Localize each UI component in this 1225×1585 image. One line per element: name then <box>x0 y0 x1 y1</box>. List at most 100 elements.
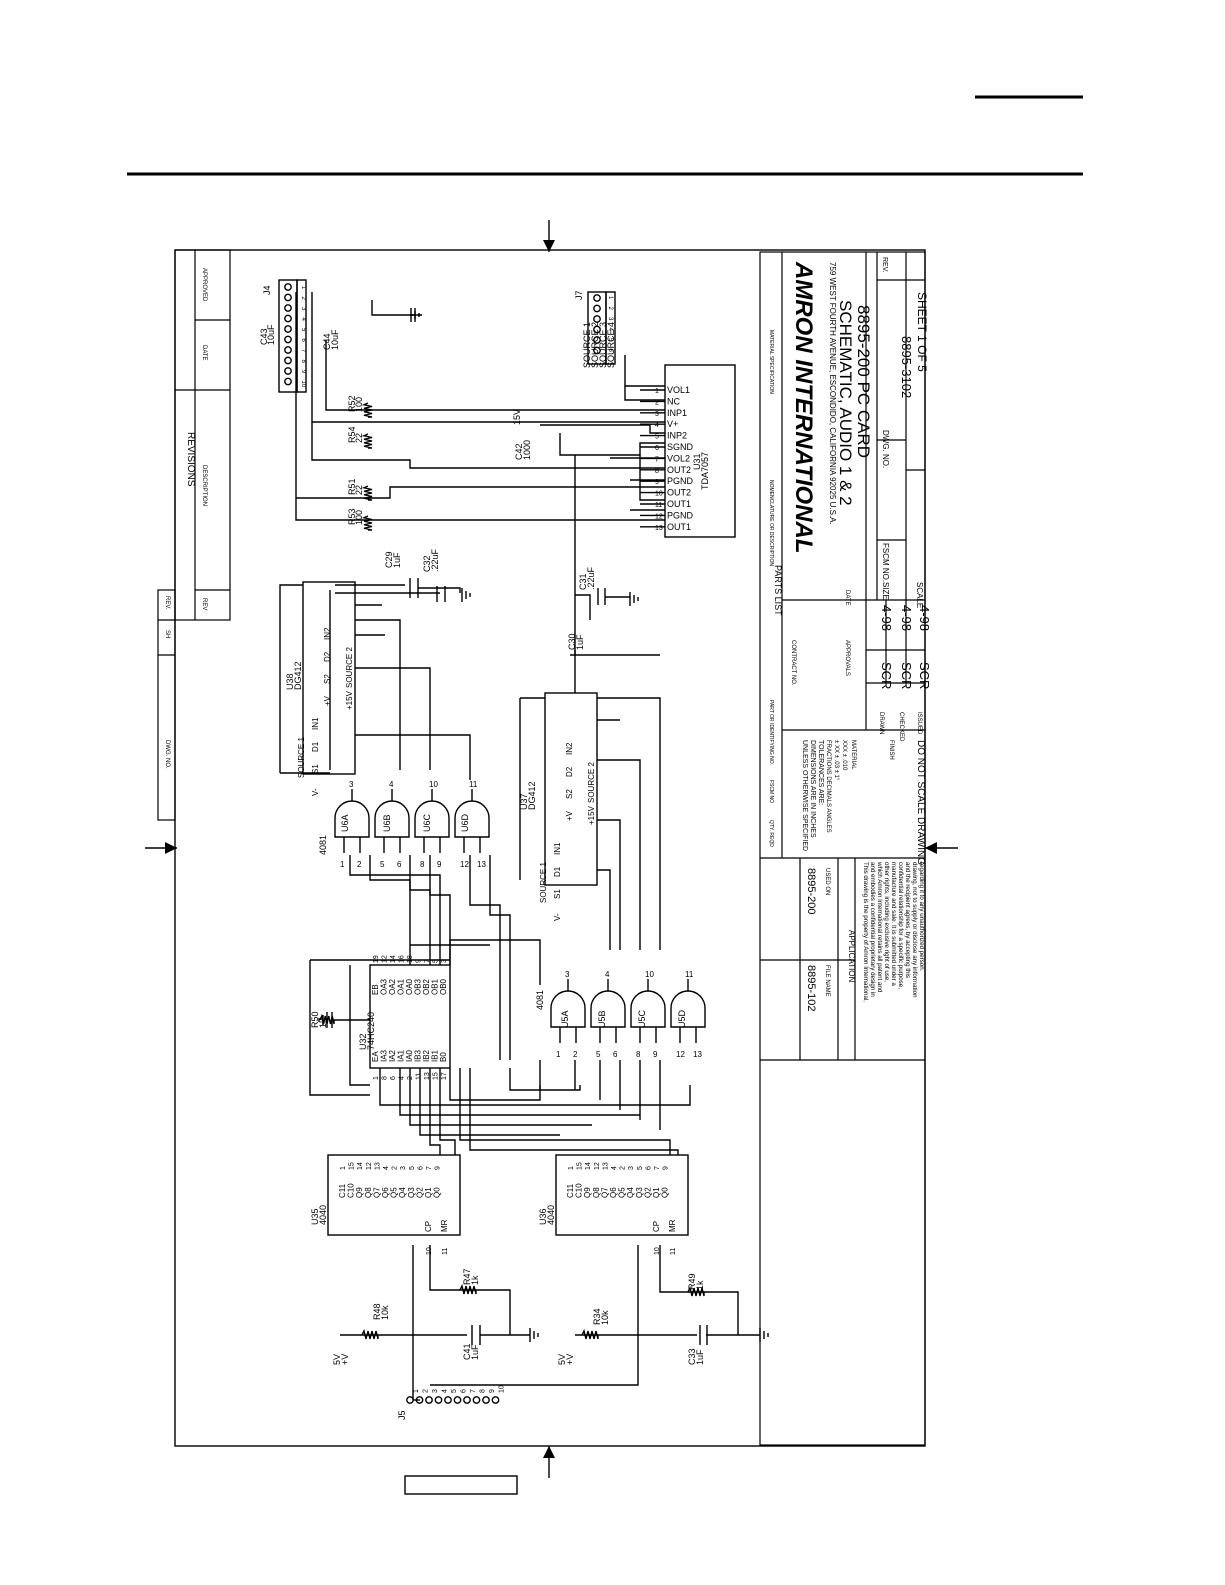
u35-ic <box>327 1154 461 1236</box>
svg-text:and the recipient agrees, by a: and the recipient agrees, by accepting t… <box>904 862 911 978</box>
u37L-pin-2: S1 <box>553 889 562 899</box>
tolerance-3: TOLERANCES ARE: <box>817 740 824 805</box>
j4-num-9: 10 <box>300 381 306 388</box>
u31-pin-0: VOL1 <box>667 385 690 395</box>
u31-pin-num-0: 1 <box>655 388 659 395</box>
u36-num-2: 14 <box>585 1162 592 1170</box>
svg-text:drawing, not to supply or disc: drawing, not to supply or disclose any i… <box>911 862 918 998</box>
u36-num-9: 6 <box>645 1166 652 1170</box>
j7-pin-circle <box>593 346 601 355</box>
gate-u6-2 <box>414 800 450 838</box>
u36-num-6: 2 <box>620 1166 627 1170</box>
label-u36v: 4040 <box>546 1205 556 1225</box>
u36-pin-1: C10 <box>575 1183 584 1198</box>
label-r52: R52 <box>347 395 357 412</box>
label-c43: C43 <box>259 328 269 345</box>
u36-pin-11: Q0 <box>661 1187 670 1198</box>
label-u32: U32 <box>358 1033 368 1050</box>
do-not-scale: DO NOT SCALE DRAWING <box>915 740 926 865</box>
label-r52v: 100 <box>354 397 364 412</box>
u37L-pin-1: D1 <box>553 866 562 877</box>
u38L-pin-2: S1 <box>311 764 320 774</box>
u31-pin-num-12: 13 <box>655 525 663 532</box>
dwg-no-label: DWG. NO. <box>881 430 890 468</box>
u32-right-num-8: 3 <box>441 959 448 963</box>
u31-pin-2: INP1 <box>667 408 687 418</box>
gate-u5-0-pin-out: 3 <box>565 970 570 979</box>
u35-pin-10: Q1 <box>424 1187 433 1198</box>
u31-ic <box>664 364 736 538</box>
j4-pin-circle <box>284 325 292 333</box>
u35-num-7: 3 <box>400 1166 407 1170</box>
company-address: 759 WEST FOURTH AVENUE, ESCONDIDO, CALIF… <box>828 262 837 525</box>
j7-pin-circle <box>593 304 601 313</box>
label-u31v: TDA7057 <box>700 452 710 490</box>
u31-pin-7: OUT2 <box>667 465 691 475</box>
u36-pin-3: Q8 <box>592 1187 601 1198</box>
gate-u6-2-pin-out: 10 <box>429 780 438 789</box>
gate-u6-0-pin-a: 1 <box>340 860 345 869</box>
u36-num-4: 13 <box>602 1162 609 1170</box>
finish-label: FINISH <box>888 740 894 760</box>
r34-resistor <box>581 1328 599 1340</box>
rev-col-rev: REV <box>201 598 207 610</box>
u31-pin-num-5: 6 <box>655 445 659 452</box>
size-label: SIZE <box>881 582 890 600</box>
u32-right-num-6: 7 <box>424 959 431 963</box>
j7-pin-circle <box>593 294 601 302</box>
u31-pin-3: V+ <box>667 419 678 429</box>
label-u38v: DG412 <box>293 661 303 690</box>
u32-right-pin-2: OA2 <box>388 978 397 995</box>
gate-u5-1-pin-out: 4 <box>605 970 610 979</box>
u38L-net-2: SOURCE 1 <box>297 737 306 778</box>
label-c33: C33 <box>687 1348 697 1365</box>
r51-resistor <box>361 485 373 501</box>
checked-date: 4-98 <box>899 605 914 631</box>
tolerance-6: XXX ± .010 <box>841 740 847 771</box>
j7-pin-circle <box>593 325 601 334</box>
label-v5b: 5V <box>557 1354 567 1365</box>
label-u36: U36 <box>538 1208 548 1225</box>
u35-in-0: CP <box>424 1221 433 1232</box>
gate-u6-3-pin-b: 13 <box>477 860 486 869</box>
gate-u6-2-pin-b: 9 <box>437 860 442 869</box>
j5-num-3: 4 <box>442 1389 449 1393</box>
u31-pin-num-8: 9 <box>655 479 659 486</box>
gate-u6-1 <box>374 800 410 838</box>
drawn-by: SCR <box>879 662 894 689</box>
u36-pin-2: Q9 <box>583 1187 592 1198</box>
label-r49: R49 <box>687 1273 697 1290</box>
label-u37v: DG412 <box>527 781 537 810</box>
u36-num-10: 7 <box>654 1166 661 1170</box>
u32-right-pin-6: OB2 <box>422 978 431 995</box>
u35-in-1: MR <box>440 1219 449 1232</box>
company-name: AMRON INTERNATIONAL <box>790 261 817 554</box>
label-c30v: 1uF <box>575 634 585 650</box>
u35-pin-2: Q9 <box>355 1187 364 1198</box>
j4-pin-circle <box>284 367 292 375</box>
j5-pin-circle <box>415 1396 424 1404</box>
label-u35v: 4040 <box>318 1205 328 1225</box>
gate-u5-0-pin-b: 2 <box>573 1050 578 1059</box>
u35-in-num-0: 10 <box>426 1247 433 1255</box>
r53-resistor <box>361 515 373 531</box>
date-label: DATE <box>844 590 850 606</box>
rev-title: REVISIONS <box>185 432 196 487</box>
u32-right-pin-0: EB <box>371 984 380 995</box>
j5-num-7: 8 <box>480 1389 487 1393</box>
u31-pin-num-1: 2 <box>655 399 659 406</box>
label-u6b: U6B <box>382 814 392 832</box>
wiring <box>279 292 760 1401</box>
j5-pin-circle <box>444 1396 452 1404</box>
u32-right-num-5: 9 <box>416 959 423 963</box>
u35-num-10: 7 <box>426 1166 433 1170</box>
j7-pin-circle <box>593 315 601 323</box>
tolerance-2: DIMENSIONS ARE IN INCHES <box>809 740 816 838</box>
u31-pin-6: VOL2 <box>667 453 690 463</box>
j4-pin-circle <box>284 346 292 354</box>
u32-right-num-2: 14 <box>390 955 397 963</box>
j4-pin-circle <box>284 377 292 386</box>
u36-in-num-0: 10 <box>654 1247 661 1255</box>
label-src1: SOURCE 1 <box>582 322 592 368</box>
gate-u5-2-pin-out: 10 <box>645 970 654 979</box>
